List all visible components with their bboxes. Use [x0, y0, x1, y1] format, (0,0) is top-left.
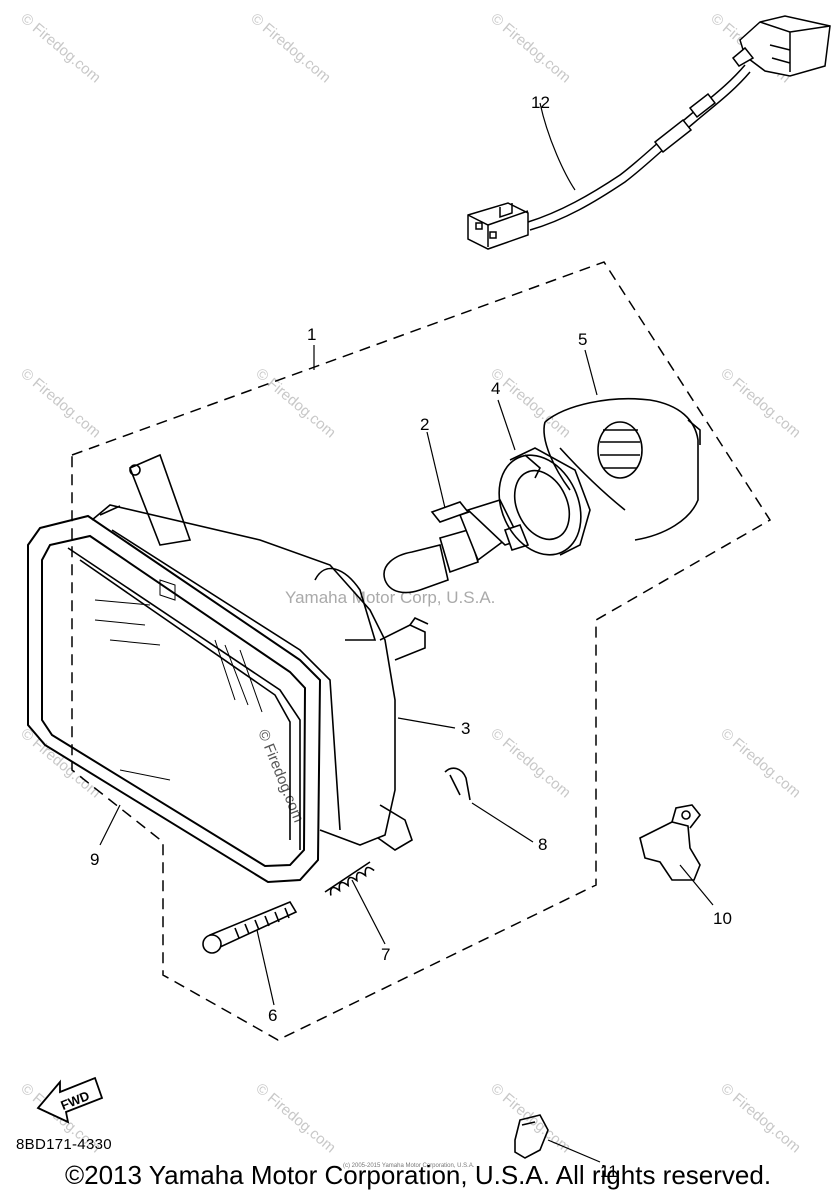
callout-1: 1: [307, 325, 316, 344]
headlight-rim: [27, 514, 322, 884]
watermark-text: © Firedog.com: [717, 365, 803, 441]
callout-8: 8: [538, 835, 547, 854]
callout-12: 12: [531, 93, 550, 112]
watermark-text: © Firedog.com: [17, 725, 103, 801]
callout-5: 5: [578, 330, 587, 349]
wire-harness: [467, 15, 831, 250]
watermark-text: © Firedog.com: [487, 10, 573, 86]
headlight-unit: [67, 453, 429, 851]
cable-clamp: [639, 804, 702, 881]
callout-7: 7: [381, 945, 390, 964]
spring: [324, 861, 375, 896]
watermark-text: © Firedog.com: [252, 1080, 338, 1156]
small-clip: [514, 1114, 549, 1159]
watermark-text: © Firedog.com: [17, 365, 103, 441]
watermark-text: © Firedog.com: [717, 725, 803, 801]
assembly-boundary: [71, 261, 772, 1041]
watermark-text: © Firedog.com: [252, 365, 338, 441]
watermark-text: © Firedog.com: [487, 725, 573, 801]
watermark-center-text: Yamaha Motor Corp, U.S.A.: [285, 588, 495, 607]
bulb: [383, 499, 530, 594]
part-code: 8BD171-4330: [16, 1136, 112, 1153]
callout-9: 9: [90, 850, 99, 869]
rubber-boot: [543, 397, 701, 541]
adjusting-screw: [202, 900, 298, 954]
callout-4: 4: [491, 379, 500, 398]
callout-10: 10: [713, 909, 732, 928]
callout-6: 6: [268, 1006, 277, 1025]
socket-cover: [498, 447, 591, 556]
callout-labels: 1 2 3 4 5 6 7 8 9 10 11 12: [90, 93, 732, 1181]
watermark-text: © Firedog.com: [247, 10, 333, 86]
callout-2: 2: [420, 415, 429, 434]
copyright-footer: ©2013 Yamaha Motor Corporation, U.S.A. A…: [64, 1160, 772, 1190]
watermark-text: © Firedog.com: [17, 10, 103, 86]
callout-11: 11: [600, 1162, 618, 1181]
watermark-text: © Firedog.com: [717, 1080, 803, 1156]
retaining-clip: [444, 767, 471, 801]
watermark-text: © Firedog.com: [254, 727, 307, 825]
leader-lines: [99, 102, 714, 1163]
watermark-text: © Firedog.com: [487, 365, 573, 441]
tiny-notice: (c) 2005-2015 Yamaha Motor Corporation, …: [343, 1163, 475, 1169]
callout-3: 3: [461, 719, 470, 738]
